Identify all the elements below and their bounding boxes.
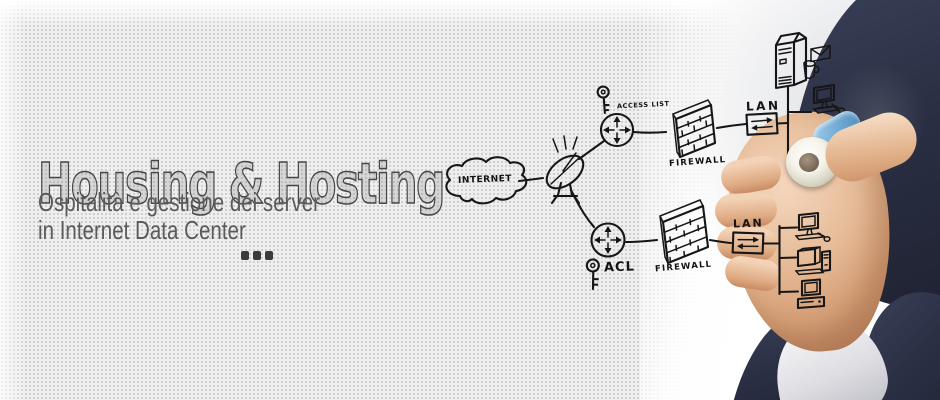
- link-cloud-dish: [517, 176, 545, 183]
- desktop-computer-icon: [794, 211, 831, 243]
- firewall-brick-wall-icon: [658, 199, 710, 265]
- link-dish-router-bottom: [569, 188, 596, 229]
- separator-dots: [241, 251, 273, 260]
- satellite-dish-icon: [545, 135, 585, 205]
- subtitle-line-2: in Internet Data Center: [38, 215, 246, 245]
- acl-label: ACL: [603, 259, 636, 276]
- lan-trunk-bottom: [778, 224, 800, 296]
- desktop-computer-icon: [796, 278, 826, 310]
- desktop-computer-icon: [794, 245, 832, 276]
- dot: [265, 251, 273, 260]
- page-title: Housing & Hosting: [37, 151, 446, 217]
- internet-cloud-icon: [445, 156, 528, 205]
- lan-switch-icon: [745, 112, 779, 136]
- cup-icon: [803, 59, 820, 80]
- link-router-firewall-top: [632, 130, 668, 134]
- access-key-icon: [596, 85, 610, 115]
- link-switch-trunk-top: [775, 121, 790, 125]
- router-icon: [590, 222, 626, 258]
- dot: [241, 251, 249, 260]
- server-tower-icon: [774, 31, 808, 90]
- envelope-icon: [810, 44, 831, 63]
- subtitle-line-1: Ospitalità e gestione dei server: [38, 187, 321, 217]
- lan-switch-icon: [731, 231, 765, 255]
- dot: [253, 251, 261, 260]
- link-firewall-switch-top: [715, 122, 748, 130]
- link-firewall-switch-bottom: [708, 238, 733, 245]
- access-key-icon: [585, 258, 600, 291]
- firewall-brick-wall-icon: [671, 99, 717, 159]
- network-diagram: [445, 31, 846, 310]
- link-dish-router-top: [577, 139, 606, 161]
- desktop-computer-icon: [812, 83, 846, 114]
- left-white-fade: [0, 0, 26, 400]
- lan-top-label: LAN: [745, 98, 781, 114]
- marker-pen-tip: [799, 153, 819, 172]
- router-icon: [599, 112, 635, 148]
- link-router-firewall-bottom: [624, 238, 659, 244]
- subtitle: Ospitalità e gestione dei server in Inte…: [38, 188, 320, 244]
- lan-bottom-label: LAN: [732, 216, 764, 231]
- internet-label: INTERNET: [457, 174, 513, 186]
